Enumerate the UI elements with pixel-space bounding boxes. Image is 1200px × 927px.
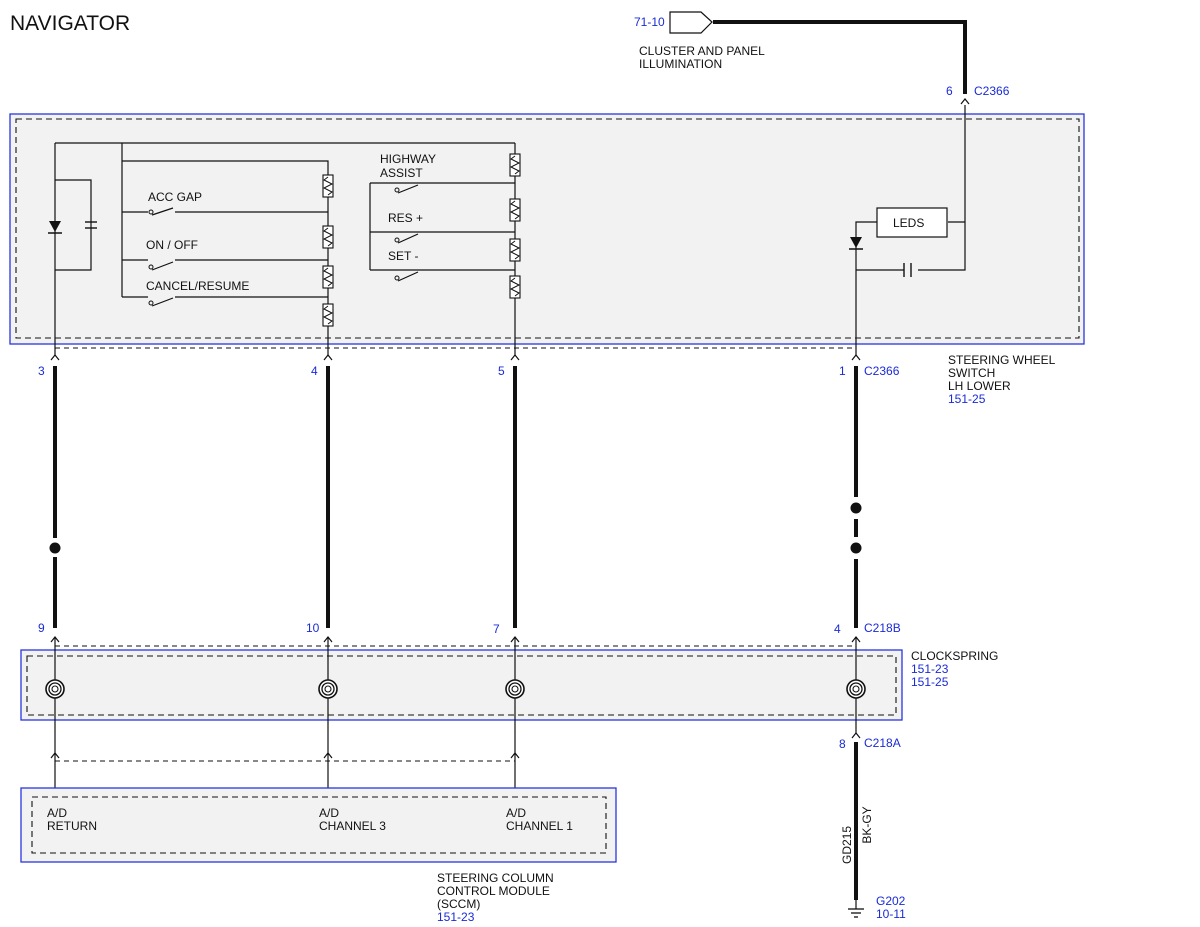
- illumination-feed-wire: [713, 20, 967, 94]
- ground-ref: 10-11: [876, 907, 906, 921]
- clockspring-lower-connector: C218A: [864, 736, 901, 750]
- switch-label-res-plus: RES +: [388, 211, 423, 225]
- leds-block: [876, 207, 948, 238]
- clockspring-coil-icon: [318, 679, 338, 699]
- clockspring-ref-2: 151-25: [911, 675, 949, 689]
- sccm-box: [20, 787, 617, 863]
- clockspring-coil-icon: [505, 679, 525, 699]
- clockspring-pin-10: 10: [306, 621, 320, 635]
- connector-pin-icon: [960, 98, 970, 105]
- clockspring-lower-pins: [50, 732, 861, 759]
- switch-ref: 151-25: [948, 392, 986, 406]
- switch-pin-4: 4: [311, 364, 318, 378]
- sccm-input-ch1-line1: A/D: [506, 806, 526, 820]
- switch-label-assist: ASSIST: [380, 166, 423, 180]
- sccm-name-line3: (SCCM): [437, 897, 480, 911]
- switch-label-set-minus: SET -: [388, 249, 418, 263]
- switch-name-line2: SWITCH: [948, 366, 995, 380]
- switch-pin-1: 1: [839, 364, 846, 378]
- switch-label-cancel-resume: CANCEL/RESUME: [146, 279, 249, 293]
- switch-label-acc-gap: ACC GAP: [148, 190, 202, 204]
- switch-pin-connector: C2366: [864, 364, 900, 378]
- power-label-line2: ILLUMINATION: [639, 57, 722, 71]
- clockspring-pin-4: 4: [834, 622, 841, 636]
- clockspring-lower-pin: 8: [839, 737, 846, 751]
- switch-internal-circuit: [48, 105, 966, 356]
- ground-icon: [848, 900, 864, 918]
- ground-color-code: BK-GY: [860, 806, 874, 843]
- sccm-input-return-line2: RETURN: [47, 819, 97, 833]
- sccm-input-ch3-line1: A/D: [319, 806, 339, 820]
- clockspring-upper-connector: C218B: [864, 621, 901, 635]
- switch-name-line1: STEERING WHEEL: [948, 353, 1056, 367]
- switch-pin-3: 3: [38, 364, 45, 378]
- power-ref: 71-10: [634, 15, 665, 29]
- clockspring-upper-pins: [50, 636, 861, 643]
- switch-pin-5: 5: [498, 364, 505, 378]
- switch-connector-pins: [50, 354, 861, 361]
- clockspring-coil-icon: [45, 679, 65, 699]
- connector-arrow-icon: [669, 11, 713, 34]
- ground-id: G202: [876, 894, 906, 908]
- sccm-name-line1: STEERING COLUMN: [437, 871, 554, 885]
- power-connector: C2366: [974, 84, 1010, 98]
- sccm-name-line2: CONTROL MODULE: [437, 884, 550, 898]
- sccm-input-return-line1: A/D: [47, 806, 67, 820]
- clockspring-pin-9: 9: [38, 621, 45, 635]
- leds-label: LEDS: [893, 216, 924, 230]
- power-pin: 6: [946, 84, 953, 98]
- sccm-input-ch1-line2: CHANNEL 1: [506, 819, 573, 833]
- clockspring-ref-1: 151-23: [911, 662, 949, 676]
- switch-label-highway: HIGHWAY: [380, 152, 436, 166]
- sccm-ref: 151-23: [437, 910, 475, 924]
- power-label-line1: CLUSTER AND PANEL: [639, 44, 765, 58]
- clockspring-coil-icon: [846, 679, 866, 699]
- ground-circuit: GD215: [840, 826, 854, 864]
- harness-wires: [49, 366, 862, 628]
- clockspring-name: CLOCKSPRING: [911, 649, 998, 663]
- page-title: NAVIGATOR: [10, 12, 130, 35]
- switch-label-on-off: ON / OFF: [146, 238, 198, 252]
- switch-name-line3: LH LOWER: [948, 379, 1011, 393]
- sccm-input-ch3-line2: CHANNEL 3: [319, 819, 386, 833]
- clockspring-pin-7: 7: [493, 622, 500, 636]
- clockspring-box: [20, 649, 903, 721]
